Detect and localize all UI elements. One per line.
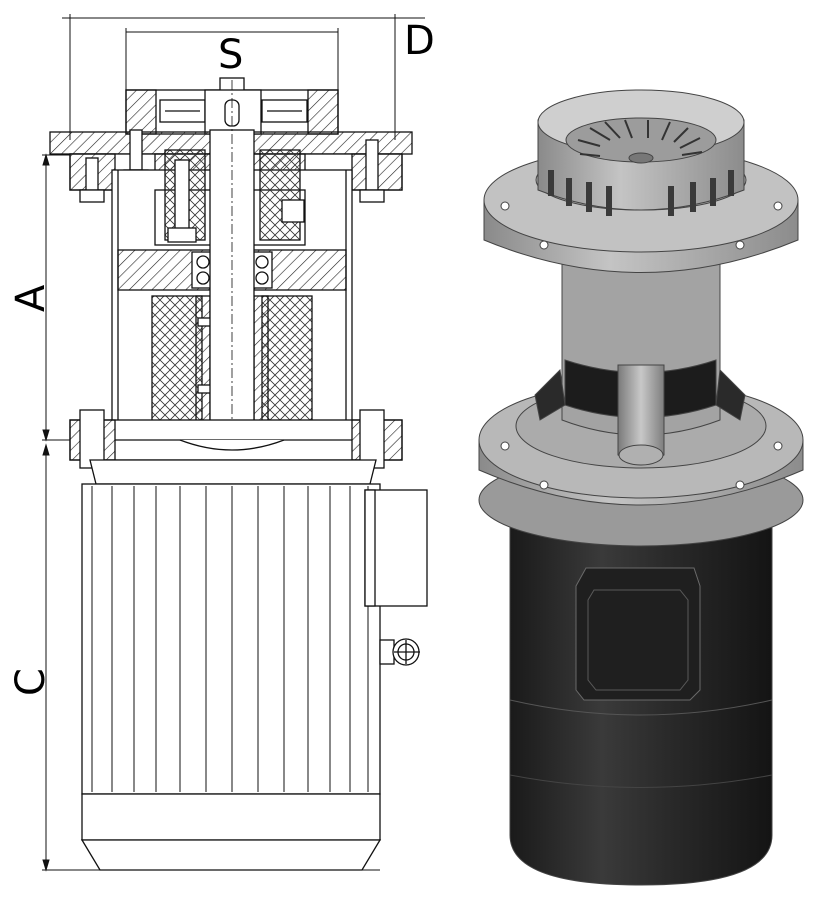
dimension-label-a: A xyxy=(8,284,54,312)
motor-fins xyxy=(91,486,369,792)
fan-cover xyxy=(81,793,381,841)
fan-blades-icon xyxy=(577,119,703,157)
dimension-label-d: D xyxy=(404,18,435,64)
rotor-core xyxy=(151,295,203,423)
cross-section-drawing xyxy=(42,14,428,872)
pump-render xyxy=(478,89,804,886)
terminal-box-render xyxy=(575,567,701,701)
fan-slots xyxy=(548,170,734,216)
dimension-label-c: C xyxy=(8,668,54,696)
cable-gland-icon xyxy=(379,638,420,666)
dimension-label-s: S xyxy=(218,32,243,78)
motor-body xyxy=(81,483,381,795)
dimension-lines xyxy=(42,14,425,872)
